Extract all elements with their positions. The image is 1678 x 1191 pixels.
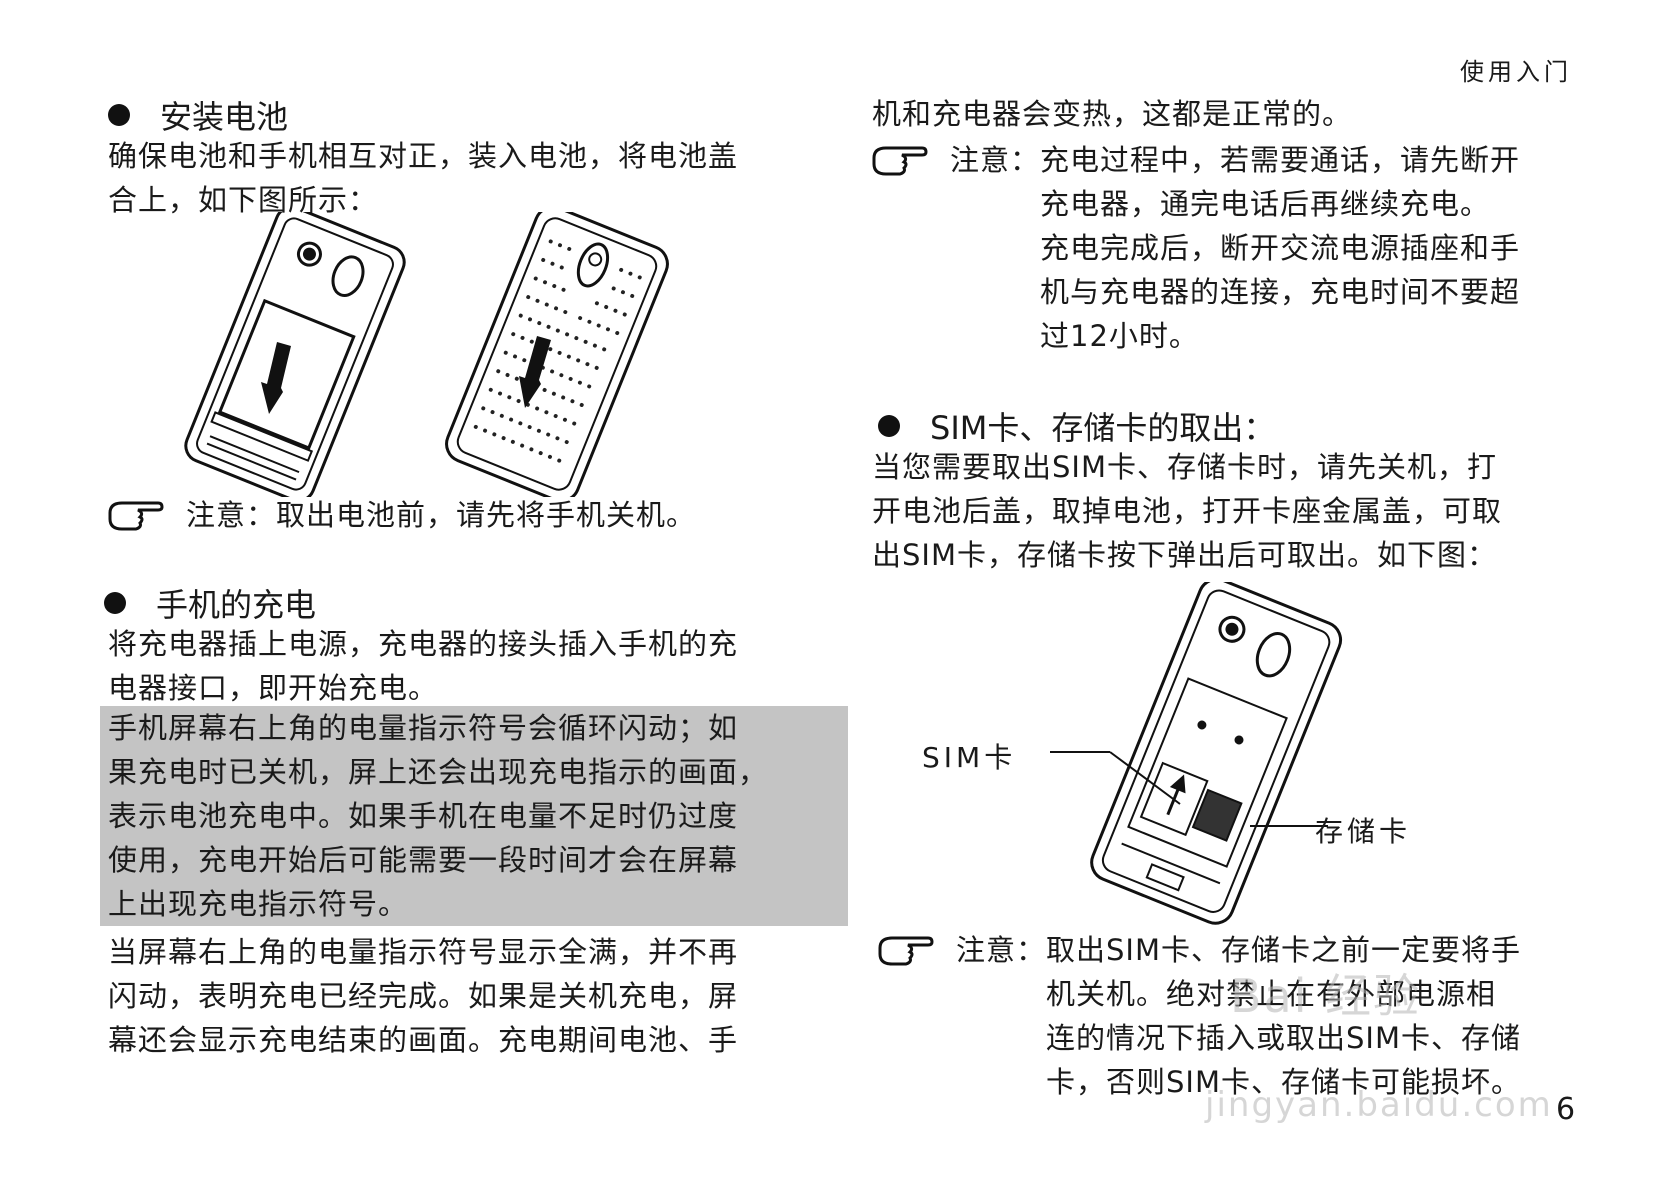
sim-storage-illustration	[1050, 582, 1343, 925]
charging-intro-text: 将充电器插上电源，充电器的接头插入手机的充 电器接口，即开始充电。	[108, 622, 738, 710]
text-line: 合上，如下图所示：	[108, 183, 379, 217]
sim-text: 当您需要取出SIM卡、存储卡时，请先关机，打 开电池后盖，取掉电池，打开卡座金属…	[872, 445, 1502, 577]
note-text: 取出SIM卡、存储卡之前一定要将手 机关机。绝对禁止在有外部电源相 连的情况下插…	[1046, 928, 1521, 1104]
text-line: 开电池后盖，取掉电池，打开卡座金属盖，可取	[872, 494, 1503, 528]
install-battery-heading: 安装电池	[160, 98, 289, 136]
sim-heading-row: SIM卡、存储卡的取出：	[878, 403, 1275, 449]
text-line: 机与充电器的连接，充电时间不要超	[1040, 275, 1521, 309]
watermark-logo: Bai 经验	[1230, 969, 1422, 1023]
text-line: 手机屏幕右上角的电量指示符号会循环闪动；如	[108, 711, 739, 745]
text-line: 果充电时已关机，屏上还会出现充电指示的画面，	[108, 755, 769, 789]
bullet-icon	[104, 592, 126, 614]
text-line: 过12小时。	[1040, 319, 1199, 353]
text-line: 表示电池充电中。如果手机在电量不足时仍过度	[108, 799, 739, 833]
note-text: 充电过程中，若需要通话，请先断开 充电器，通完电话后再继续充电。 充电完成后，断…	[1040, 138, 1520, 358]
text-line: 电器接口，即开始充电。	[108, 671, 439, 705]
text-line: 充电器，通完电话后再继续充电。	[1040, 187, 1491, 221]
sim-card-label: SIM卡	[922, 741, 1017, 774]
note-text: 取出电池前，请先将手机关机。	[276, 498, 697, 532]
charging-note: 注意： 充电过程中，若需要通话，请先断开 充电器，通完电话后再继续充电。 充电完…	[872, 138, 1520, 358]
install-battery-text: 确保电池和手机相互对正，装入电池，将电池盖 合上，如下图所示：	[108, 134, 738, 222]
pointing-hand-icon	[872, 146, 928, 176]
text-line: 出SIM卡，存储卡按下弹出后可取出。如下图：	[872, 538, 1497, 572]
section-title: 使用入门	[1460, 58, 1572, 86]
text-line: 取出SIM卡、存储卡之前一定要将手	[1046, 933, 1521, 967]
text-line: 连的情况下插入或取出SIM卡、存储	[1046, 1021, 1521, 1055]
install-battery-heading-row: 安装电池	[108, 92, 288, 138]
text-line: 机关机。绝对禁止在有外部电源相	[1046, 977, 1497, 1011]
text-line: 当屏幕右上角的电量指示符号显示全满，并不再	[108, 935, 739, 969]
watermark-url: jingyan.baidu.com	[1205, 1085, 1553, 1125]
text-line: 将充电器插上电源，充电器的接头插入手机的充	[108, 627, 739, 661]
charging-shaded-note: 手机屏幕右上角的电量指示符号会循环闪动；如 果充电时已关机，屏上还会出现充电指示…	[100, 706, 848, 926]
storage-card-label: 存储卡	[1315, 815, 1412, 848]
charging-heading-row: 手机的充电	[104, 580, 316, 626]
note-label: 注意：	[186, 498, 277, 532]
pointing-hand-icon	[878, 936, 934, 966]
text-line: 确保电池和手机相互对正，装入电池，将电池盖	[108, 139, 739, 173]
text-line: 上出现充电指示符号。	[108, 887, 409, 921]
bullet-icon	[878, 415, 900, 437]
sim-heading: SIM卡、存储卡的取出：	[930, 409, 1276, 447]
sim-note: 注意： 取出SIM卡、存储卡之前一定要将手 机关机。绝对禁止在有外部电源相 连的…	[878, 928, 1521, 1104]
battery-cover-illustration	[445, 212, 669, 497]
text-line: 充电完成后，断开交流电源插座和手	[1040, 231, 1521, 265]
install-note: 注意： 取出电池前，请先将手机关机。	[108, 493, 696, 537]
text-line: 闪动，表明充电已经完成。如果是关机充电，屏	[108, 979, 739, 1013]
note-label: 注意：	[956, 933, 1047, 967]
battery-insert-illustration	[184, 212, 406, 497]
bullet-icon	[108, 104, 130, 126]
text-line: 卡，否则SIM卡、存储卡可能损坏。	[1046, 1065, 1521, 1099]
page-number: 6	[1556, 1092, 1576, 1127]
text-line: 使用，充电开始后可能需要一段时间才会在屏幕	[108, 843, 739, 877]
continued-text: 机和充电器会变热，这都是正常的。	[872, 97, 1353, 131]
pointing-hand-icon	[108, 501, 164, 531]
note-label: 注意：	[950, 143, 1041, 177]
charging-complete-text: 当屏幕右上角的电量指示符号显示全满，并不再 闪动，表明充电已经完成。如果是关机充…	[108, 930, 738, 1062]
charging-heading: 手机的充电	[156, 586, 317, 624]
text-line: 充电过程中，若需要通话，请先断开	[1040, 143, 1521, 177]
text-line: 幕还会显示充电结束的画面。充电期间电池、手	[108, 1023, 739, 1057]
text-line: 当您需要取出SIM卡、存储卡时，请先关机，打	[872, 450, 1497, 484]
